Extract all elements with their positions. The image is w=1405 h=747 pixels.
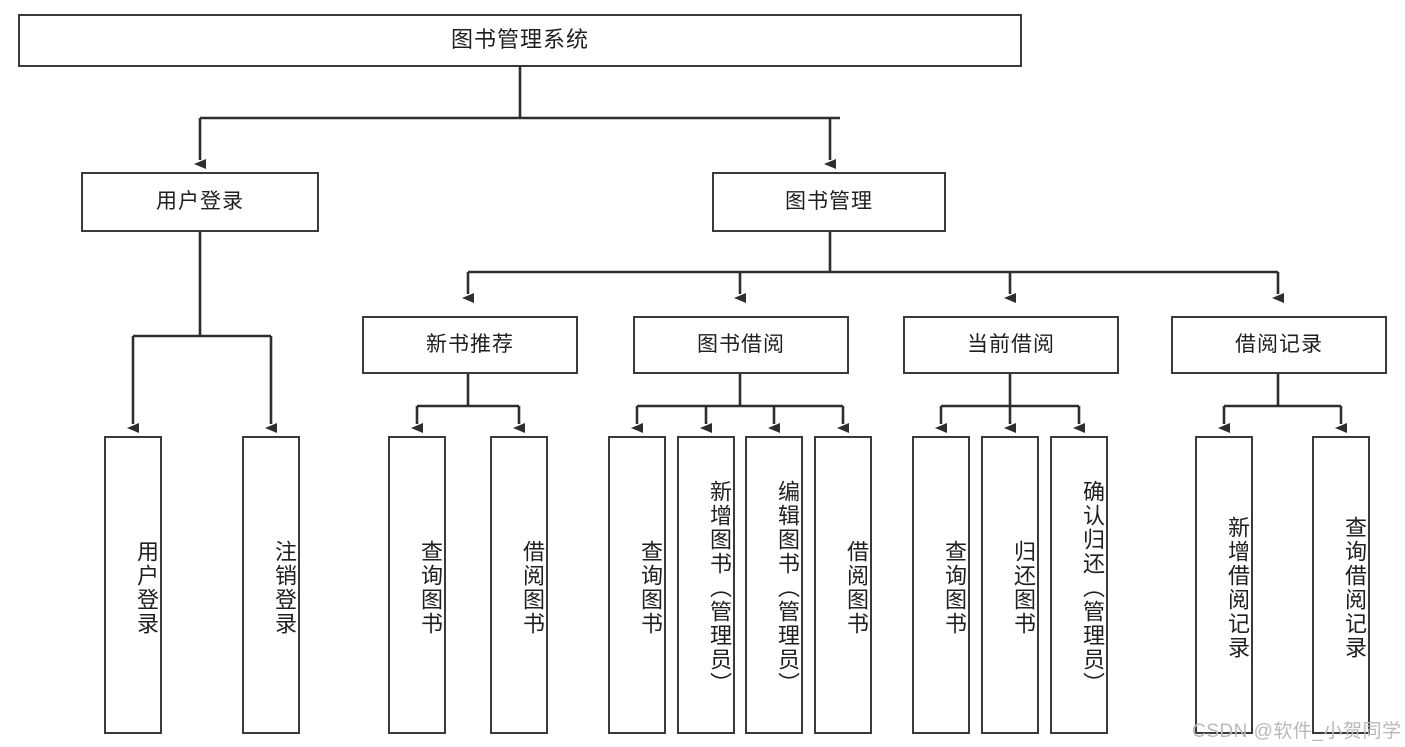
node-label: 查询图书 (942, 540, 967, 636)
node-leaf-confirm-return[interactable]: 确认归还（管理员） (1050, 436, 1108, 734)
node-label: 注销登录 (272, 540, 297, 636)
node-leaf-add-record[interactable]: 新增借阅记录 (1195, 436, 1253, 734)
node-label: 图书借阅 (697, 333, 785, 357)
node-label: 用户登录 (156, 190, 244, 214)
node-leaf-query-book-3[interactable]: 查询图书 (912, 436, 970, 734)
node-leaf-borrow-book-1[interactable]: 借阅图书 (490, 436, 548, 734)
node-root-system[interactable]: 图书管理系统 (18, 14, 1022, 67)
node-current-borrow[interactable]: 当前借阅 (903, 316, 1119, 374)
node-leaf-edit-book[interactable]: 编辑图书（管理员） (745, 436, 803, 734)
node-label: 编辑图书（管理员） (775, 480, 800, 696)
node-label: 新增借阅记录 (1225, 516, 1250, 660)
node-leaf-borrow-book-2[interactable]: 借阅图书 (814, 436, 872, 734)
node-label: 借阅记录 (1235, 333, 1323, 357)
node-label: 图书管理 (785, 190, 873, 214)
node-label: 查询图书 (418, 540, 443, 636)
node-label: 查询图书 (638, 540, 663, 636)
node-new-book-recommend[interactable]: 新书推荐 (362, 316, 578, 374)
node-label: 借阅图书 (844, 540, 869, 636)
node-label: 新增图书（管理员） (707, 480, 732, 696)
node-label: 查询借阅记录 (1342, 516, 1367, 660)
node-label: 图书管理系统 (450, 27, 589, 53)
node-label: 确认归还（管理员） (1080, 480, 1105, 696)
node-user-login[interactable]: 用户登录 (81, 172, 319, 232)
node-leaf-return-book[interactable]: 归还图书 (981, 436, 1039, 734)
watermark-text: CSDN @软件_小贺同学 (1192, 721, 1402, 742)
node-leaf-query-book-1[interactable]: 查询图书 (388, 436, 446, 734)
node-leaf-user-login[interactable]: 用户登录 (104, 436, 162, 734)
node-label: 归还图书 (1011, 540, 1036, 636)
node-label: 用户登录 (134, 540, 159, 636)
node-book-borrow[interactable]: 图书借阅 (633, 316, 849, 374)
node-leaf-query-record[interactable]: 查询借阅记录 (1312, 436, 1370, 734)
node-label: 借阅图书 (520, 540, 545, 636)
node-leaf-user-logout[interactable]: 注销登录 (242, 436, 300, 734)
node-label: 当前借阅 (967, 333, 1055, 357)
node-borrow-record[interactable]: 借阅记录 (1171, 316, 1387, 374)
node-leaf-add-book[interactable]: 新增图书（管理员） (677, 436, 735, 734)
node-label: 新书推荐 (426, 333, 514, 357)
node-leaf-query-book-2[interactable]: 查询图书 (608, 436, 666, 734)
node-book-management[interactable]: 图书管理 (712, 172, 946, 232)
